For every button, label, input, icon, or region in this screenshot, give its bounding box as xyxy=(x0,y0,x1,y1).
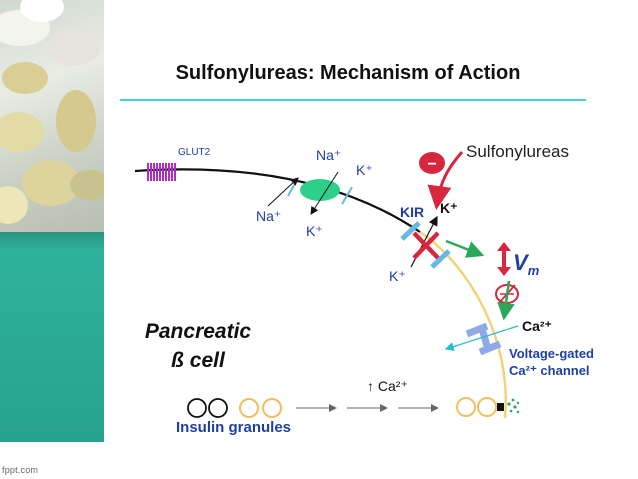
voltage-gated-ca-channel xyxy=(444,322,519,356)
na-label-inside: Na⁺ xyxy=(316,147,341,163)
cell-type-label-line2: ß cell xyxy=(171,349,225,372)
kir-k-inside-label: K⁺ xyxy=(389,268,406,284)
pills-photo xyxy=(0,0,104,232)
na-k-pump xyxy=(267,171,353,215)
cell-type-label-line1: Pancreatic xyxy=(144,320,252,343)
k-label-inside: K⁺ xyxy=(306,223,323,239)
page-title: Sulfonylureas: Mechanism of Action xyxy=(175,62,521,84)
glut2-transporter xyxy=(147,163,176,181)
depolarization-arrow xyxy=(445,239,485,258)
glut2-label: GLUT2 xyxy=(178,147,211,158)
exocytosis-icon xyxy=(497,398,520,414)
ca-channel-ion-label: Ca²⁺ xyxy=(522,318,552,334)
vgcc-label-line2: Ca²⁺ channel xyxy=(509,363,590,378)
insulin-granules-label: Insulin granules xyxy=(176,419,291,436)
kir-channel xyxy=(400,215,451,269)
sulfonylurea-drug: − xyxy=(419,151,464,210)
ca-increase-label: ↑ Ca²⁺ xyxy=(367,378,408,394)
footer-brand: fppt.com xyxy=(2,465,39,475)
na-label-outside: Na⁺ xyxy=(256,208,281,224)
inhibition-removed-icon xyxy=(495,280,519,321)
k-label-top: K⁺ xyxy=(356,162,373,178)
vm-label: V xyxy=(513,250,530,275)
vgcc-label-line1: Voltage-gated xyxy=(509,346,594,361)
vm-change-icon xyxy=(497,242,511,276)
sulfonylureas-label: Sulfonylureas xyxy=(466,142,569,161)
insulin-granules xyxy=(187,397,497,418)
cell-membrane-lower xyxy=(419,230,508,419)
title-divider xyxy=(120,99,586,101)
decorative-teal-panel xyxy=(0,232,104,442)
vm-subscript: m xyxy=(528,263,540,278)
minus-sign: − xyxy=(427,156,436,173)
kir-k-outside-label: K⁺ xyxy=(440,200,458,216)
svg-text:Vm: Vm xyxy=(513,250,540,278)
kir-label: KIR xyxy=(400,204,424,220)
